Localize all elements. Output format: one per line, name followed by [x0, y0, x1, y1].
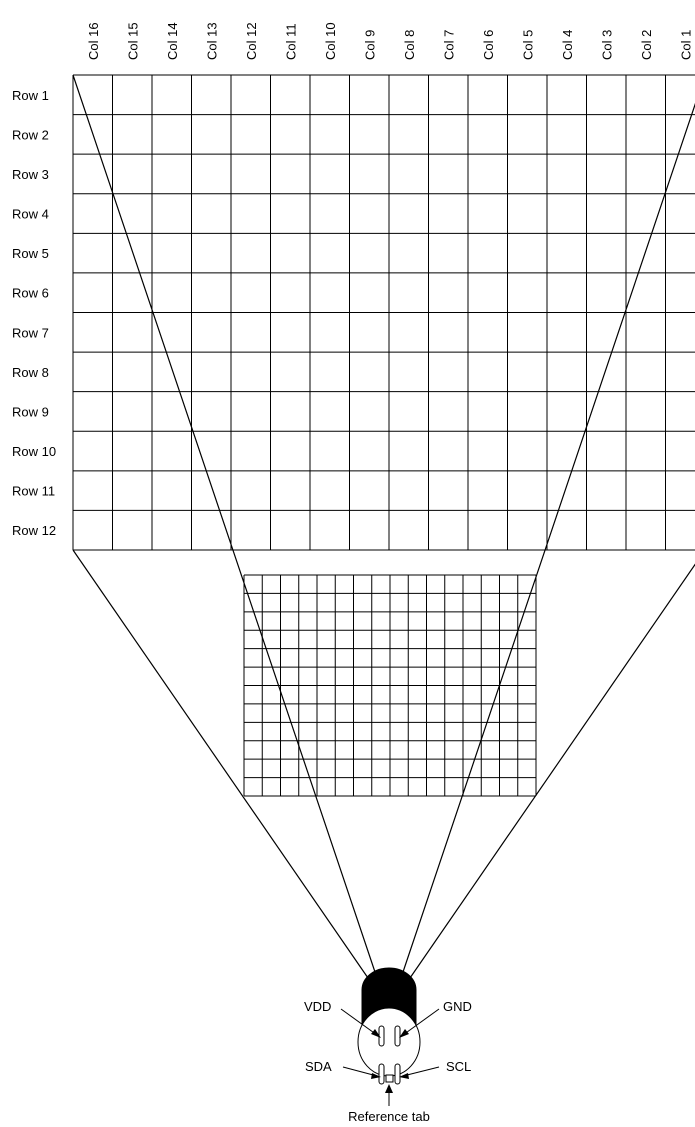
column-label: Col 10: [323, 22, 338, 60]
sensor-base: [357, 1007, 421, 1077]
column-labels: Col 16 Col 15 Col 14 Col 13 Col 12 Col 11 Col …: [86, 22, 694, 60]
column-label: Col 9: [362, 30, 377, 60]
reference-tab-shape: [385, 1074, 394, 1083]
sensor-package: VDD GND SDA SCL Reference tab: [304, 967, 472, 1124]
scl-arrowhead: [399, 1073, 409, 1079]
gnd-label: GND: [443, 999, 472, 1014]
sda-leader: [342, 1066, 378, 1077]
column-label: Col 4: [560, 30, 575, 60]
fov-boundary-line: [72, 549, 369, 979]
vdd-arrowhead: [371, 1029, 381, 1038]
row-label: Row 9: [12, 404, 49, 419]
gnd-leader: [402, 1008, 440, 1036]
vdd-label: VDD: [304, 999, 331, 1014]
pin-gnd: [394, 1025, 401, 1047]
column-label: Col 6: [481, 30, 496, 60]
scl-label: SCL: [446, 1059, 471, 1074]
row-label: Row 7: [12, 325, 49, 340]
row-label: Row 1: [12, 88, 49, 103]
scl-leader: [402, 1066, 440, 1077]
row-labels: Row 1 Row 2 Row 3 Row 4 Row 5 Row 6 Row 7 Row 8…: [12, 88, 56, 538]
row-label: Row 11: [12, 484, 55, 499]
column-label: Col 14: [165, 22, 180, 60]
far-field-grid: [72, 74, 695, 551]
row-label: Row 3: [12, 167, 49, 182]
row-label: Row 6: [12, 286, 49, 301]
row-label: Row 12: [12, 523, 56, 538]
pin-sda: [378, 1063, 385, 1085]
vdd-leader: [340, 1008, 378, 1036]
column-label: Col 2: [639, 30, 654, 60]
column-label: Col 15: [125, 22, 140, 60]
column-label: Col 8: [402, 30, 417, 60]
column-label: Col 12: [244, 22, 259, 60]
column-label: Col 3: [599, 30, 614, 60]
column-label: Col 7: [441, 30, 456, 60]
fov-boundary-line: [72, 74, 377, 976]
column-label: Col 1: [678, 30, 693, 60]
column-label: Col 5: [520, 30, 535, 60]
fov-boundary-line: [401, 102, 695, 976]
column-label: Col 16: [86, 22, 101, 60]
fov-boundary-line: [409, 563, 695, 979]
reference-tab-label: Reference tab: [348, 1109, 430, 1124]
column-label: Col 13: [204, 22, 219, 60]
gnd-arrowhead: [399, 1029, 409, 1038]
pin-scl: [394, 1063, 401, 1085]
reference-tab-arrowhead: [385, 1084, 393, 1093]
row-label: Row 8: [12, 365, 49, 380]
sda-arrowhead: [371, 1073, 381, 1079]
row-label: Row 10: [12, 444, 56, 459]
pin-vdd: [378, 1025, 385, 1047]
field-of-view-lines: [72, 74, 695, 979]
row-label: Row 4: [12, 207, 49, 222]
column-label: Col 11: [283, 23, 298, 60]
row-label: Row 5: [12, 246, 49, 261]
sda-label: SDA: [305, 1059, 332, 1074]
row-label: Row 2: [12, 127, 49, 142]
near-field-grid: [243, 574, 537, 797]
